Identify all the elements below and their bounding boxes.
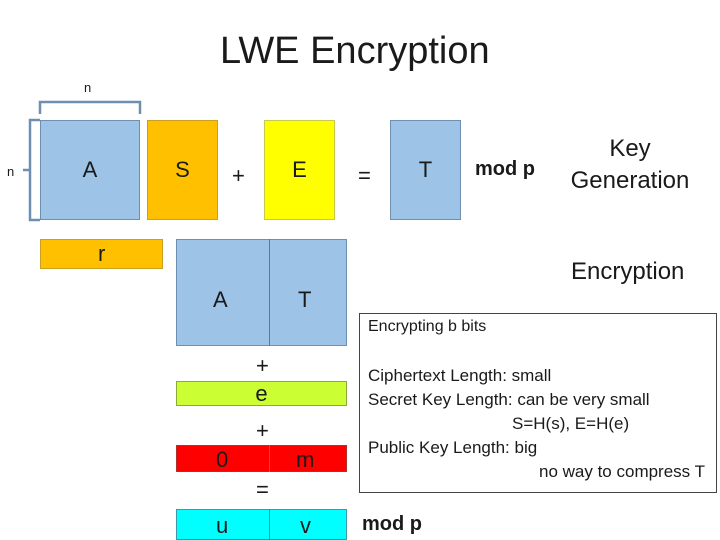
plus-keygen: + bbox=[232, 163, 245, 188]
error-e-label: E bbox=[292, 157, 307, 182]
note-no-compress-t: no way to compress T bbox=[539, 462, 705, 481]
secret-s-label: S bbox=[175, 157, 190, 182]
page-title: LWE Encryption bbox=[220, 30, 490, 72]
notes-heading: Encrypting b bits bbox=[368, 318, 487, 335]
matrix-t-enc-label: T bbox=[298, 287, 312, 312]
matrix-a-enc-label: A bbox=[213, 287, 228, 312]
dimension-n-left: n bbox=[7, 164, 15, 179]
zero-label: 0 bbox=[216, 447, 229, 472]
message-m-label: m bbox=[296, 447, 315, 472]
secret-s: S bbox=[147, 120, 218, 220]
note-ciphertext-length: Ciphertext Length: small bbox=[368, 366, 552, 385]
dimension-n-top: n bbox=[84, 80, 92, 95]
matrix-a-t bbox=[176, 239, 347, 346]
error-vector-e-label: e bbox=[255, 380, 268, 406]
random-r: r bbox=[40, 239, 163, 269]
ciphertext-v-label: v bbox=[300, 513, 311, 538]
message-vector-divider bbox=[269, 445, 270, 472]
plus-enc-2: + bbox=[256, 418, 269, 443]
mod-p-keygen: mod p bbox=[475, 158, 535, 180]
matrix-a-t-divider bbox=[269, 239, 270, 346]
encryption-label: Encryption bbox=[571, 258, 685, 285]
message-vector bbox=[176, 445, 347, 472]
random-r-label: r bbox=[98, 241, 106, 266]
note-hash-compression: S=H(s), E=H(e) bbox=[512, 414, 630, 433]
note-public-key-length: Public Key Length: big bbox=[368, 438, 538, 457]
error-vector-e: e bbox=[176, 381, 347, 406]
note-secret-key-length: Secret Key Length: can be very small bbox=[368, 390, 650, 409]
equals-enc: = bbox=[256, 477, 269, 502]
equals-keygen: = bbox=[358, 163, 371, 188]
plus-enc-1: + bbox=[256, 353, 269, 378]
ciphertext-vector-divider bbox=[269, 509, 270, 540]
public-t-label: T bbox=[418, 157, 433, 182]
left-bracket bbox=[23, 118, 40, 222]
matrix-a-label: A bbox=[82, 157, 98, 182]
mod-p-enc: mod p bbox=[362, 513, 422, 535]
ciphertext-vector bbox=[176, 509, 347, 540]
key-generation-label: Key Generation bbox=[570, 135, 690, 194]
public-t: T bbox=[390, 120, 461, 220]
top-brace bbox=[38, 100, 142, 114]
matrix-a-keygen: A bbox=[40, 120, 140, 220]
ciphertext-u-label: u bbox=[216, 513, 229, 538]
notes-box bbox=[359, 313, 717, 493]
error-e: E bbox=[264, 120, 335, 220]
